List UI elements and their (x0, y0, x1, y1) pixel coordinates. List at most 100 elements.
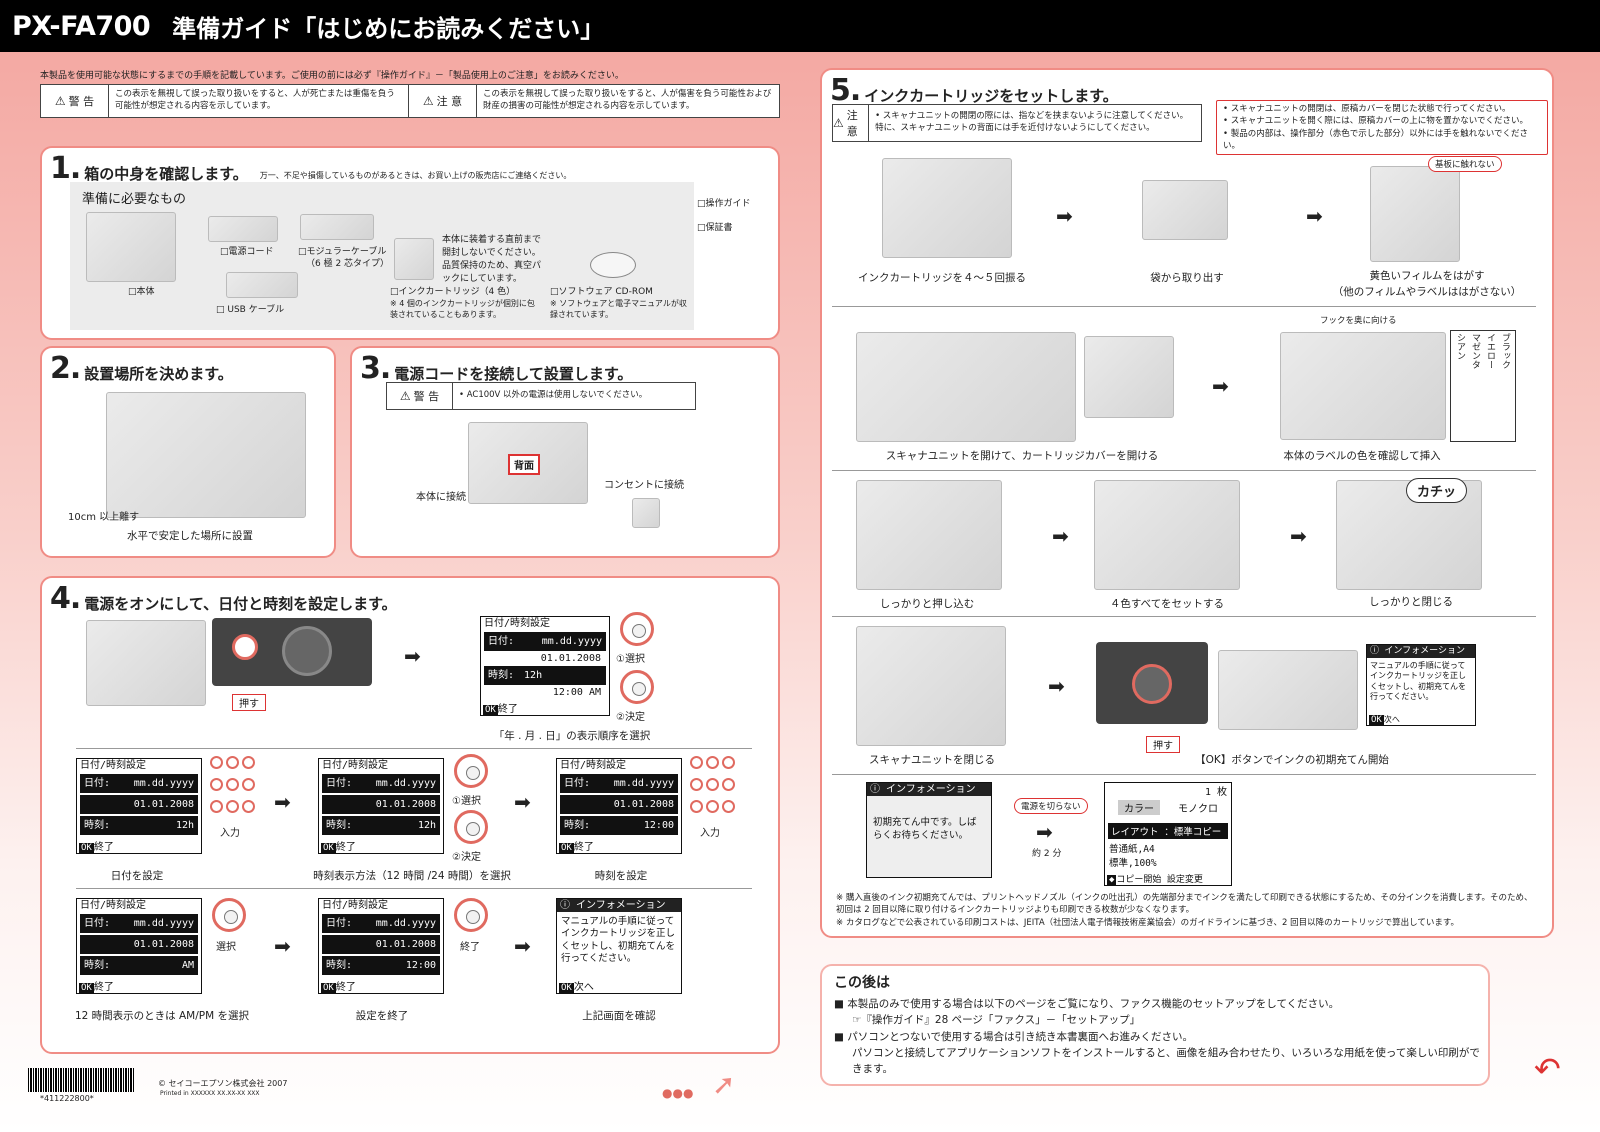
step4-heading: 4.電源をオンにして、日付と時刻を設定します。 (50, 581, 397, 616)
printer-front-illustration (1218, 650, 1358, 730)
shake-illustration (882, 158, 1012, 258)
arrow-right-icon: ➡ (274, 790, 291, 814)
lcd-ampm: 日付/時刻設定 日付:mm.dd.yyyy 01.01.2008 時刻:AM O… (76, 898, 202, 994)
intro-text: 本製品を使用可能な状態にするまでの手順を記載しています。ご使用の前には必ず『操作… (40, 71, 624, 81)
item-modular-cable: □モジュラーケーブル (298, 247, 387, 257)
push-label: 押す (1146, 736, 1180, 753)
no-touch-label: 基板に触れない (1428, 156, 1502, 172)
caption-ok-start: 【OK】ボタンでインクの初期充てん開始 (1195, 754, 1389, 766)
insert-cartridge-illustration (1280, 332, 1446, 440)
separator (832, 470, 1536, 471)
color-cyan: シアン (1455, 333, 1465, 360)
arrow-right-icon: ➡ (1212, 374, 1229, 398)
color-black: ブラック (1500, 333, 1510, 369)
cdrom-icon (590, 252, 636, 278)
color-yellow: イエロー (1485, 333, 1495, 369)
page-header: PX-FA700 準備ガイド「はじめにお読みください」 (0, 0, 1600, 52)
after-title: この後は (834, 975, 890, 991)
separator (76, 748, 752, 749)
required-items-title: 準備に必要なもの (82, 192, 187, 207)
paper-row: 普通紙,A4 (1109, 844, 1155, 855)
cdrom-note: ※ ソフトウェアと電子マニュアルが収録されています。 (550, 299, 687, 320)
open-cover-illustration (1084, 336, 1174, 418)
power-button-icon (232, 634, 258, 660)
step5-heading: 5.インクカートリッジをセットします。 (830, 73, 1118, 108)
arrow-right-icon: ➡ (514, 790, 531, 814)
warning-triangle-icon: ⚠ (54, 94, 66, 108)
caption-confirm: 上記画面を確認 (582, 1010, 656, 1022)
step3-warning-box: ⚠警 告 • AC100V 以外の電源は使用しないでください。 (386, 382, 696, 410)
separator (832, 774, 1536, 775)
caption-close-cover: しっかりと閉じる (1369, 596, 1453, 608)
cartridge-illustration (394, 238, 434, 280)
clearance-label: 10cm 以上離す (68, 512, 140, 523)
tab-mono: モノクロ (1178, 804, 1218, 815)
warning-triangle-icon: ⚠ (399, 389, 411, 403)
caption-shake: インクカートリッジを４～５回振る (858, 272, 1026, 284)
caption-set4: ４色すべてをセットする (1109, 598, 1225, 610)
color-magenta: マゼンタ (1470, 333, 1480, 369)
duration-label: 約 2 分 (1032, 849, 1062, 859)
info-icon: ⓘ (560, 900, 577, 911)
peel-film-illustration (1370, 166, 1460, 262)
item-guide: □操作ガイド (697, 199, 751, 209)
connect-body-label: 本体に接続 (416, 492, 466, 503)
item-cdrom: □ソフトウェア CD-ROM (550, 287, 653, 297)
info-message: マニュアルの手順に従ってインクカートリッジを正しくセットし、初期充てんを行ってく… (1370, 661, 1466, 702)
step1-heading: 1.箱の中身を確認します。 万一、不足や損傷しているものがあるときは、お買い上げ… (50, 151, 572, 186)
model-name: PX-FA700 (12, 10, 151, 42)
caption-ampm: 12 時間表示のときは AM/PM を選択 (74, 1010, 250, 1022)
arrow-right-icon: ➡ (404, 644, 421, 668)
caption-insert: 本体のラベルの色を確認して挿入 (1283, 450, 1441, 462)
outlet-illustration (632, 498, 660, 528)
ok-button-icon (1132, 664, 1172, 704)
copy-count: 1 枚 (1204, 787, 1227, 798)
printer-panel-illustration (86, 620, 206, 706)
dial-select-icon (212, 898, 246, 932)
step3-warning-text: • AC100V 以外の電源は使用しないでください。 (459, 390, 648, 401)
lcd-set-time: 日付/時刻設定 日付:mm.dd.yyyy 01.01.2008 時刻:12:0… (556, 758, 682, 854)
input-label: 入力 (700, 828, 720, 839)
caption-film: 黄色いフィルムをはがす (1369, 270, 1485, 282)
next-page-arrow-icon: ➚ (712, 1068, 736, 1101)
installation-illustration (106, 392, 306, 518)
step2-caption: 水平で安定した場所に設置 (127, 530, 253, 542)
copy-start-icon: ◆ (1107, 875, 1117, 885)
caption-finish: 設定を終了 (355, 1010, 409, 1022)
order-caption: 「年 . 月 . 日」の表示順序を選択 (493, 730, 651, 742)
open-scanner-illustration (856, 332, 1076, 442)
step4-panel: 4.電源をオンにして、日付と時刻を設定します。 押す ➡ 日付/時刻設定 日付:… (40, 576, 780, 1054)
guide-title: 準備ガイド「はじめにお読みください」 (172, 14, 605, 43)
printer-illustration (86, 212, 176, 282)
barcode-number: *411222800* (40, 1094, 94, 1103)
input-label: 入力 (220, 828, 240, 839)
hook-label: フックを奥に向ける (1320, 316, 1397, 326)
dial-select-icon (620, 612, 654, 646)
caution-triangle-icon: ⚠ (833, 116, 844, 130)
step5-caution-box: ⚠注 意 • スキャナユニットの開閉の際には、指などを挟まないように注意してくだ… (832, 104, 1202, 142)
click-label: カチッ (1406, 478, 1468, 503)
after-text: ■ 本製品のみで使用する場合は以下のページをご覧になり、ファクス機能のセットアッ… (834, 998, 1480, 1076)
separator (832, 306, 1536, 307)
numeric-keypad-icon (210, 756, 256, 820)
modular-cable-illustration (300, 214, 374, 240)
select-label: ①選択 (616, 654, 645, 665)
step5-footnotes: ※ 購入直後のインク初期充てんでは、プリントヘッドノズル（インクの吐出孔）の先端… (836, 893, 1533, 928)
step5-panel: 5.インクカートリッジをセットします。 ⚠注 意 • スキャナユニットの開閉の際… (820, 68, 1554, 938)
arrow-right-icon: ➡ (1052, 524, 1069, 548)
set-all-illustration (1094, 480, 1240, 590)
color-mode-tabs: カラー モノクロ (1109, 800, 1227, 815)
step1-panel: 1.箱の中身を確認します。 万一、不足や損傷しているものがあるときは、お買い上げ… (40, 146, 780, 340)
item-cartridge: □インクカートリッジ（4 色） (390, 287, 516, 297)
arrow-right-icon: ➡ (1306, 204, 1323, 228)
after-panel: この後は ■ 本製品のみで使用する場合は以下のページをご覧になり、ファクス機能の… (820, 964, 1490, 1086)
dial-ok-icon (620, 670, 654, 704)
warning-text: この表示を無視して誤った取り扱いをすると、人が死亡または重傷を負う可能性が想定さ… (109, 85, 409, 117)
usb-cable-illustration (226, 272, 298, 298)
item-body: □本体 (128, 287, 155, 297)
caption-hour-format: 時刻表示方法（12 時間 /24 時間）を選択 (313, 870, 511, 882)
caution-text: この表示を無視して誤った取り扱いをすると、人が傷害を負う可能性および財産の損害の… (483, 89, 772, 111)
item-modular-cable-sub: （6 極 2 芯タイプ） (306, 259, 390, 269)
lcd-copy-screen: 1 枚 カラー モノクロ レイアウト ：標準コピー 普通紙,A4 標準,100%… (1104, 782, 1232, 886)
no-power-off-label: 電源を切らない (1014, 798, 1088, 814)
